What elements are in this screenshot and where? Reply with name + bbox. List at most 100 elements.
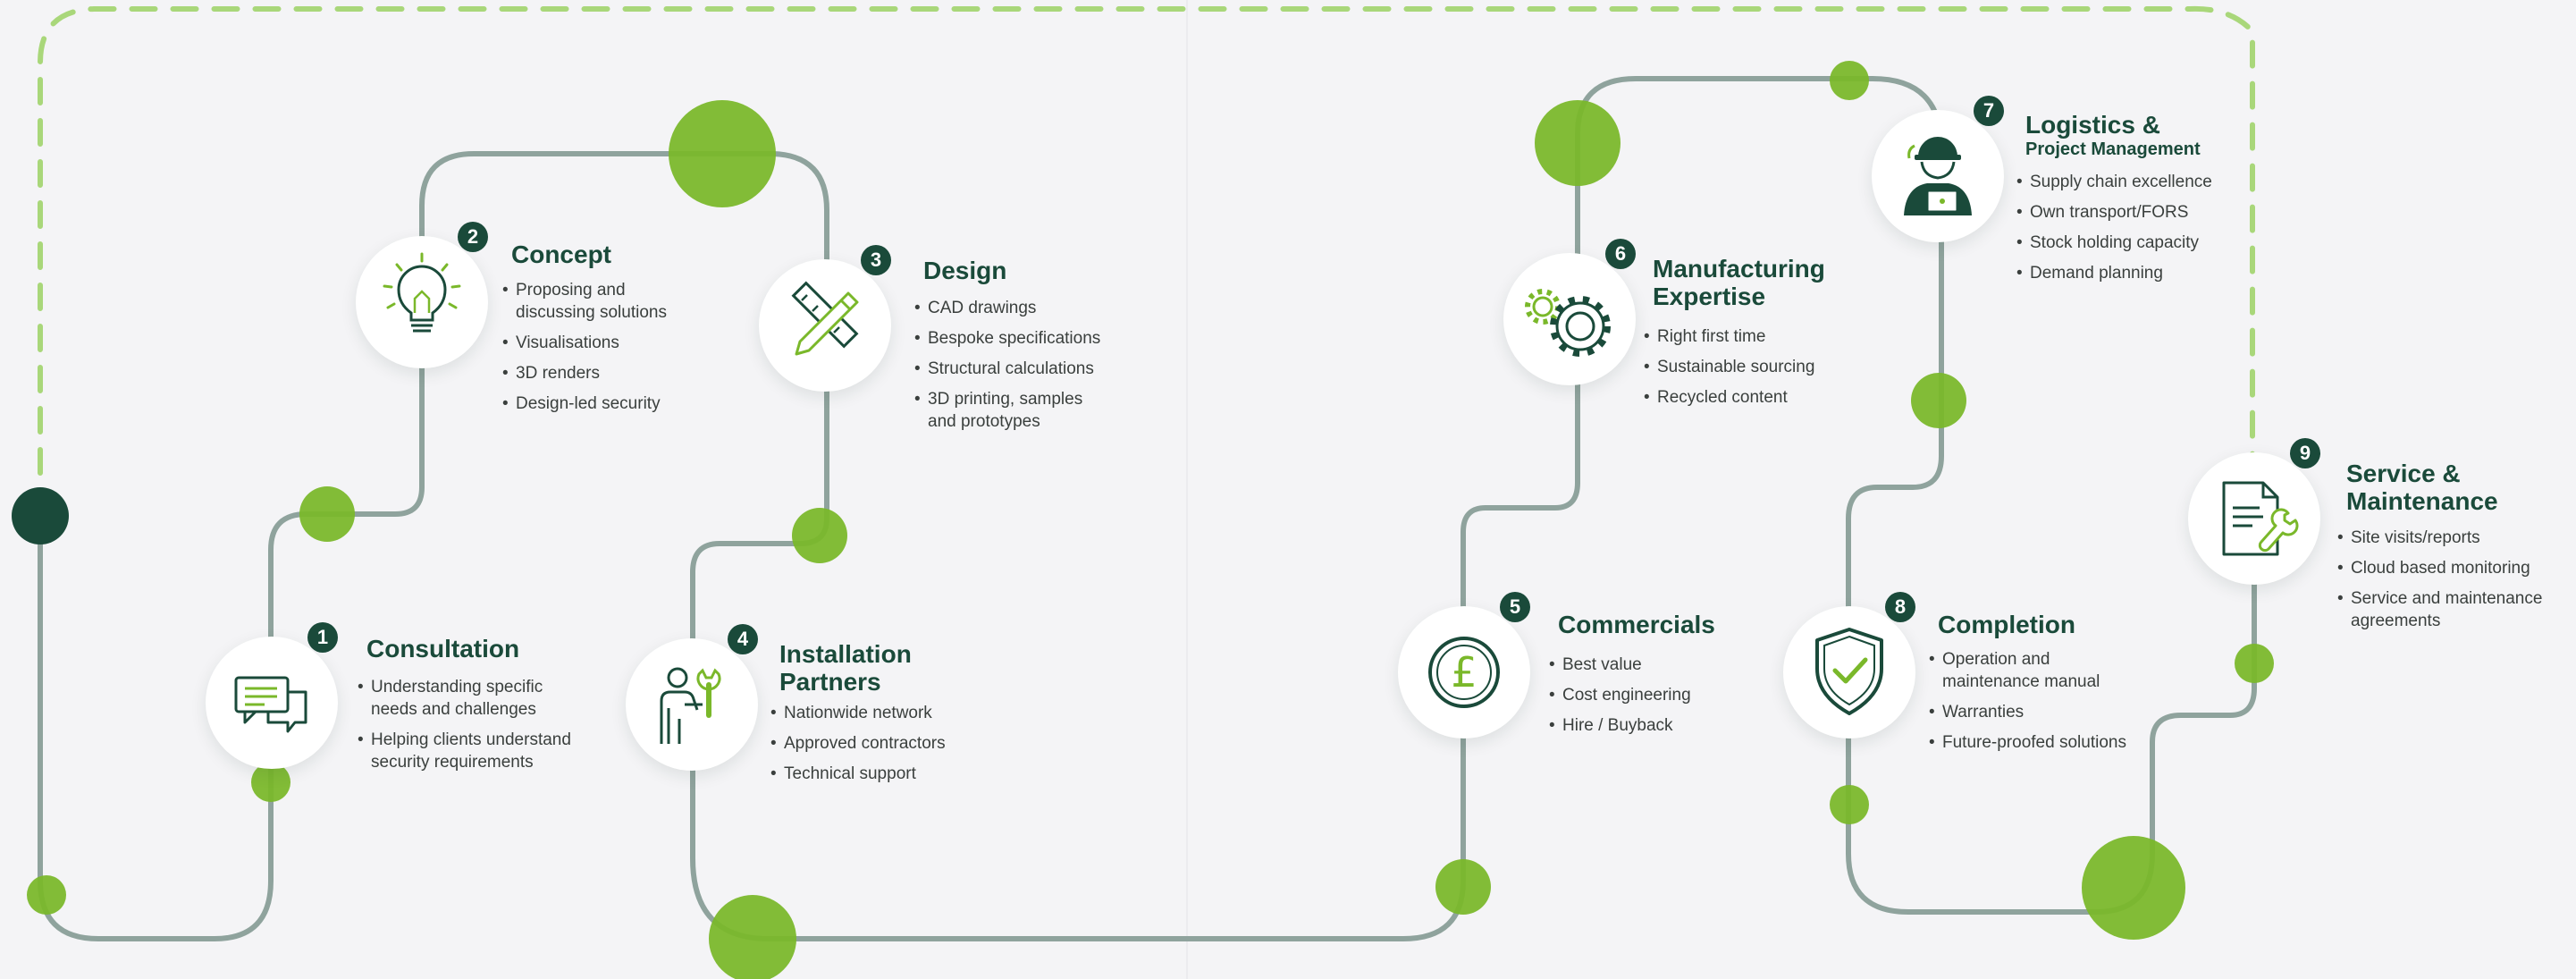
step-title-line: Service & [2346, 460, 2461, 487]
step-bullet-line: Demand planning [2030, 264, 2163, 283]
step-icon-circle [356, 236, 488, 368]
dot [792, 508, 847, 563]
step-bullet-item: Best value [1549, 654, 1691, 676]
step-title: Completion [1938, 611, 2075, 638]
step-title-line: Manufacturing [1653, 255, 1825, 283]
step-number-badge: 1 [307, 622, 338, 653]
start-marker [12, 487, 69, 544]
step-bullet-line: Cost engineering [1562, 686, 1691, 705]
step-title-line: Design [923, 257, 1007, 284]
dot [2082, 836, 2185, 940]
svg-text:£: £ [1451, 648, 1477, 696]
step-bullet-item: Structural calculations [914, 358, 1100, 380]
step-bullet-item: Sustainable sourcing [1644, 356, 1814, 378]
step-icon-circle [626, 638, 758, 771]
step-bullet-item: Nationwide network [770, 702, 946, 724]
step-title-line: Logistics & [2025, 111, 2160, 139]
step-number-badge: 3 [861, 245, 891, 275]
chat-bubbles-icon [234, 676, 307, 733]
dot [2235, 644, 2274, 683]
step-bullet-line: agreements [2351, 612, 2441, 630]
step-title: Service &Maintenance [2346, 460, 2498, 515]
step-bullet-line: and prototypes [928, 412, 1040, 431]
step-bullet-line: Understanding specific [371, 678, 543, 696]
step-title-line: Commercials [1558, 611, 1715, 638]
dot [1911, 373, 1966, 428]
step-bullet-line: Design-led security [516, 394, 661, 413]
step-bullet-list: CAD drawingsBespoke specificationsStruct… [914, 297, 1100, 441]
step-bullet-line: needs and challenges [371, 700, 536, 719]
dot [709, 895, 796, 979]
step-bullet-item: 3D renders [502, 362, 667, 384]
worker-wrench-icon [660, 667, 721, 744]
step-bullet-line: 3D printing, samples [928, 390, 1083, 409]
step-bullet-item: Service and maintenance agreements [2337, 587, 2542, 632]
step-bullet-item: Recycled content [1644, 386, 1814, 409]
step-bullet-item: 3D printing, samples and prototypes [914, 388, 1100, 433]
shield-check-icon [1815, 628, 1883, 715]
step-bullet-line: Sustainable sourcing [1657, 358, 1815, 376]
dot [1435, 859, 1491, 915]
step-bullet-line: Bespoke specifications [928, 329, 1101, 348]
step-bullet-list: Understanding specific needs and challen… [358, 676, 571, 781]
step-bullet-line: Best value [1562, 655, 1642, 674]
step-bullet-item: Approved contractors [770, 732, 946, 755]
step-bullet-line: Service and maintenance [2351, 589, 2543, 608]
step-icon-circle [759, 259, 891, 392]
step-bullet-item: Warranties [1929, 701, 2126, 723]
step-icon-circle [1872, 110, 2004, 242]
engineer-laptop-icon [1904, 137, 1972, 215]
step-bullet-line: security requirements [371, 753, 534, 772]
document-wrench-icon [2222, 481, 2299, 556]
step-title-line: Completion [1938, 611, 2075, 638]
step-bullet-line: Visualisations [516, 333, 619, 352]
step-bullet-item: Demand planning [2016, 262, 2212, 284]
step-title: Logistics &Project Management [2025, 111, 2201, 160]
step-number-badge: 4 [728, 624, 758, 654]
step-bullet-line: Structural calculations [928, 359, 1094, 378]
step-title: Design [923, 257, 1006, 284]
dot [299, 486, 355, 542]
dot [27, 875, 66, 915]
step-bullet-item: Cost engineering [1549, 684, 1691, 706]
step-bullet-list: Nationwide networkApproved contractorsTe… [770, 702, 946, 793]
step-icon-circle: £ [1398, 606, 1530, 738]
step-bullet-item: Future-proofed solutions [1929, 731, 2126, 754]
step-title-line: Installation [779, 640, 912, 668]
step-bullet-item: Understanding specific needs and challen… [358, 676, 571, 721]
step-bullet-item: Technical support [770, 763, 946, 785]
step-subtitle: Project Management [2025, 139, 2201, 159]
step-bullet-line: Hire / Buyback [1562, 716, 1673, 735]
step-bullet-item: Stock holding capacity [2016, 232, 2212, 254]
step-number-badge: 7 [1974, 96, 2004, 126]
step-title-line: Maintenance [2346, 487, 2498, 515]
step-bullet-line: Supply chain excellence [2030, 173, 2212, 191]
step-bullet-item: Bespoke specifications [914, 327, 1100, 350]
step-number-badge: 5 [1500, 592, 1530, 622]
pencil-ruler-icon [791, 281, 859, 356]
step-title-line: Expertise [1653, 283, 1766, 310]
step-title-line: Consultation [366, 635, 520, 663]
step-bullet-item: Visualisations [502, 332, 667, 354]
step-bullet-line: Cloud based monitoring [2351, 559, 2530, 578]
step-bullet-line: maintenance manual [1942, 672, 2100, 691]
step-bullet-item: Site visits/reports [2337, 527, 2542, 549]
step-bullet-line: Own transport/FORS [2030, 203, 2189, 222]
lightbulb-icon [383, 252, 461, 333]
step-bullet-line: Helping clients understand [371, 730, 571, 749]
step-bullet-line: Nationwide network [784, 704, 932, 722]
step-bullet-list: Proposing and discussing solutionsVisual… [502, 279, 667, 423]
step-bullet-list: Supply chain excellenceOwn transport/FOR… [2016, 171, 2212, 292]
step-bullet-line: CAD drawings [928, 299, 1037, 317]
dot [251, 763, 290, 802]
step-bullet-line: discussing solutions [516, 303, 667, 322]
gears-icon [1525, 289, 1611, 357]
step-bullet-line: Future-proofed solutions [1942, 733, 2126, 752]
dot [1830, 61, 1869, 100]
step-bullet-item: Hire / Buyback [1549, 714, 1691, 737]
step-bullet-line: 3D renders [516, 364, 600, 383]
